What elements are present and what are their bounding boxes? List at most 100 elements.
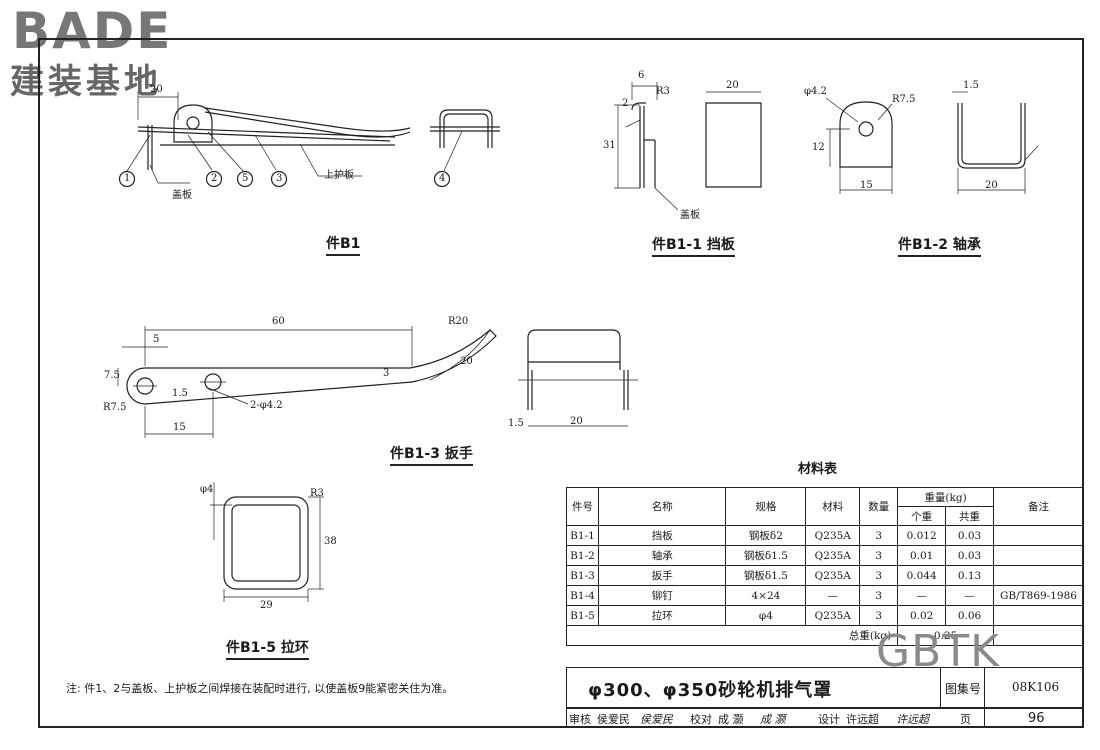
cell-qty: 3 <box>859 565 899 586</box>
cell-part: B1-5 <box>566 605 599 626</box>
b1-5-dim-29: 29 <box>260 600 273 611</box>
header-total-weight: 共重 <box>945 506 994 526</box>
page-label: 页 <box>960 713 971 726</box>
b1-callout-5: 5 <box>242 173 249 184</box>
b1-2-dim-20: 20 <box>985 180 998 191</box>
watermark: GBTK <box>876 626 1001 677</box>
cell-name: 挡板 <box>597 525 727 546</box>
materials-table: 件号 名称 规格 材料 数量 重量(kg) 备注 个重 共重 B1-1 挡板 钢… <box>565 487 1085 646</box>
cell-remark <box>992 565 1085 586</box>
b1-3-dim-r20: R20 <box>448 316 469 327</box>
cell-remark: GB/T869-1986 <box>992 585 1085 606</box>
header-name: 名称 <box>597 487 727 526</box>
b1-3-dim-15: 15 <box>173 422 186 433</box>
total-value: 0.25 <box>897 625 994 646</box>
b1-5-dim-38: 38 <box>324 536 337 547</box>
assembly-note: 注: 件1、2与盖板、上护板之间焊接在装配时进行, 以使盖板9能紧密关住为准。 <box>66 682 454 695</box>
cell-name: 拉环 <box>597 605 727 626</box>
header-unit-weight: 个重 <box>897 506 947 526</box>
cell-part: B1-1 <box>566 525 599 546</box>
cell-spec: 钢板δ1.5 <box>725 545 807 566</box>
header-part: 件号 <box>566 487 599 526</box>
cell-total-weight: 0.03 <box>945 525 994 546</box>
cell-unit-weight: 0.012 <box>897 525 947 546</box>
drawing-title: φ300、φ350砂轮机排气罩 <box>588 680 833 701</box>
table-row: B1-5 拉环 φ4 Q235A 3 0.02 0.06 <box>566 605 1085 626</box>
b1-3-dim-1-5: 1.5 <box>172 388 188 399</box>
b1-3-dim-3: 3 <box>383 368 390 379</box>
b1-label-upper-guard: 上护板 <box>324 170 354 181</box>
title-block <box>566 667 1084 708</box>
b1-3-dim-5: 5 <box>153 334 160 345</box>
cell-qty: 3 <box>859 545 899 566</box>
cell-material: — <box>805 585 861 606</box>
b1-dim-20: 20 <box>150 84 163 95</box>
b1-callout-4: 4 <box>439 173 446 184</box>
b1-1-dim-6: 6 <box>638 70 645 81</box>
b1-1-label-cover: 盖板 <box>680 210 700 221</box>
review-signature: 侯爱民 <box>640 713 673 726</box>
b1-5-dim-phi4: φ4 <box>200 484 214 495</box>
header-weight: 重量(kg) <box>897 487 994 507</box>
header-remark: 备注 <box>992 487 1085 526</box>
cell-qty: 3 <box>859 605 899 626</box>
b1-callout-1: 1 <box>124 173 131 184</box>
b1-3-dim-thickness: 1.5 <box>508 418 524 429</box>
b1-1-dim-2: 2 <box>622 98 629 109</box>
b1-1-drawing <box>614 82 761 210</box>
b1-2-dim-phi: φ4.2 <box>804 86 827 97</box>
design-name: 许远超 <box>846 713 879 726</box>
cell-total-weight: — <box>945 585 994 606</box>
cell-part: B1-3 <box>566 565 599 586</box>
cell-unit-weight: — <box>897 585 947 606</box>
check-name: 成 灏 <box>718 713 744 726</box>
cell-material: Q235A <box>805 605 861 626</box>
signature-row <box>566 708 1084 728</box>
table-row: B1-1 挡板 钢板δ2 Q235A 3 0.012 0.03 <box>566 525 1085 546</box>
cell-remark <box>992 525 1085 546</box>
cell-part: B1-2 <box>566 545 599 566</box>
cell-unit-weight: 0.044 <box>897 565 947 586</box>
check-label: 校对 <box>690 713 712 726</box>
b1-3-dim-7-5: 7.5 <box>104 370 120 381</box>
review-label: 审核 <box>569 713 591 726</box>
page-number: 96 <box>1028 711 1045 726</box>
atlas-divider <box>984 667 985 728</box>
b1-2-dim-12: 12 <box>812 142 825 153</box>
b1-2-dim-r: R7.5 <box>892 94 916 105</box>
materials-subheader-row: 个重 共重 <box>567 506 1084 526</box>
cell-unit-weight: 0.01 <box>897 545 947 566</box>
design-signature: 许远超 <box>896 713 929 726</box>
atlas-number: 08K106 <box>1012 680 1060 694</box>
table-row: B1-4 铆钉 4×24 — 3 — — GB/T869-1986 <box>566 585 1085 606</box>
cell-name: 轴承 <box>597 545 727 566</box>
b1-3-dim-r7-5: R7.5 <box>103 402 127 413</box>
b1-assembly-drawing <box>120 92 501 187</box>
b1-2-caption: 件B1-2 轴承 <box>898 234 981 257</box>
design-label: 设计 <box>818 713 840 726</box>
cell-total-weight: 0.06 <box>945 605 994 626</box>
total-row: 总重(kg) 0.25 <box>565 625 1085 646</box>
header-spec: 规格 <box>725 487 807 526</box>
b1-3-dim-20: 20 <box>570 416 583 427</box>
cell-part: B1-4 <box>566 585 599 606</box>
review-name: 侯爱民 <box>597 713 630 726</box>
cell-qty: 3 <box>859 585 899 606</box>
cell-spec: φ4 <box>725 605 807 626</box>
b1-3-dim-holes: 2-φ4.2 <box>250 400 283 411</box>
cell-spec: 4×24 <box>725 585 807 606</box>
b1-3-dim-60: 60 <box>272 316 285 327</box>
cell-material: Q235A <box>805 545 861 566</box>
table-row: B1-3 扳手 钢板δ1.5 Q235A 3 0.044 0.13 <box>566 565 1085 586</box>
b1-2-drawing <box>826 92 1038 194</box>
cell-spec: 钢板δ1.5 <box>725 565 807 586</box>
b1-5-caption: 件B1-5 拉环 <box>226 637 309 660</box>
atlas-label: 图集号 <box>945 682 982 696</box>
materials-table-title: 材料表 <box>798 462 838 477</box>
total-remark <box>992 625 1085 646</box>
b1-caption: 件B1 <box>326 233 361 256</box>
title-divider <box>940 667 941 708</box>
b1-1-dim-31: 31 <box>603 140 616 151</box>
b1-2-dim-15: 15 <box>860 180 873 191</box>
cell-total-weight: 0.13 <box>945 565 994 586</box>
